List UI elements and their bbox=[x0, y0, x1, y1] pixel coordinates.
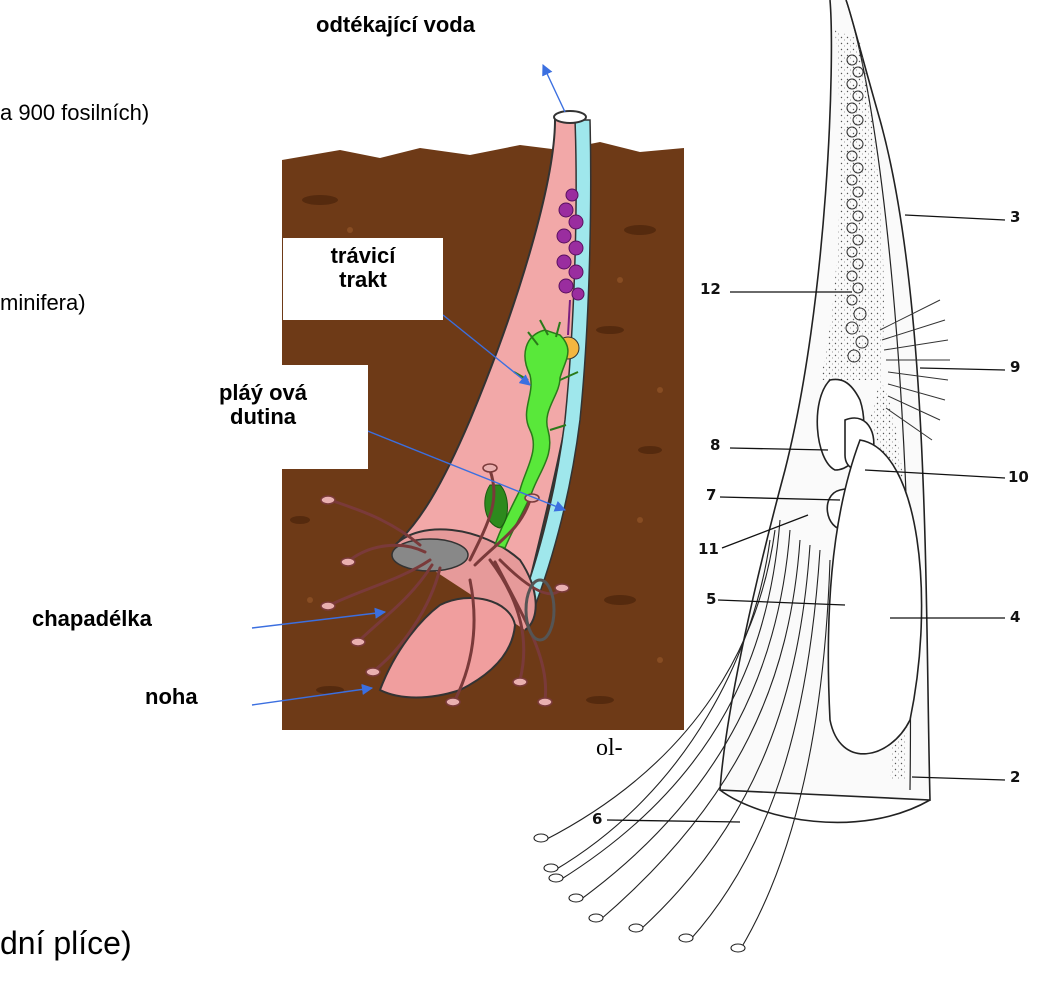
label-mantle: pláý ová dutina bbox=[158, 365, 368, 469]
num-12: 12 bbox=[700, 280, 721, 298]
label-digestive: trávicí trakt bbox=[283, 238, 443, 320]
num-6: 6 bbox=[592, 810, 602, 828]
num-10: 10 bbox=[1008, 468, 1029, 486]
label-outflow: odtékající voda bbox=[316, 12, 475, 38]
num-8: 8 bbox=[710, 436, 720, 454]
num-4: 4 bbox=[1010, 608, 1020, 626]
num-2: 2 bbox=[1010, 768, 1020, 786]
slide-text-snippet: ol- bbox=[596, 735, 623, 762]
num-3: 3 bbox=[1010, 208, 1020, 226]
num-9: 9 bbox=[1010, 358, 1020, 376]
label-tentacles: chapadélka bbox=[32, 606, 152, 632]
num-7: 7 bbox=[706, 486, 716, 504]
num-11: 11 bbox=[698, 540, 719, 558]
label-foot: noha bbox=[145, 684, 198, 710]
num-5: 5 bbox=[706, 590, 716, 608]
shell-aperture bbox=[554, 111, 586, 123]
arrow-outflow bbox=[543, 65, 565, 112]
